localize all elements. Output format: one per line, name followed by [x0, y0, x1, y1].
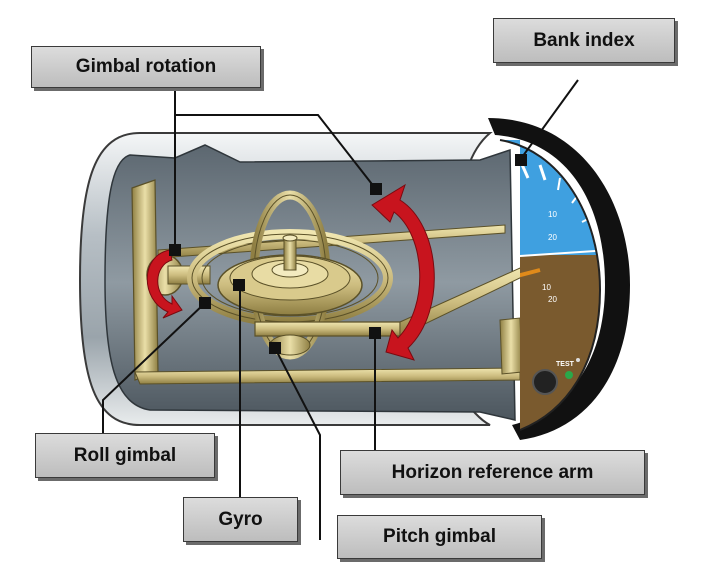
leader-pitch-gimbal: [274, 347, 321, 540]
pitch-mark-up-10: 10: [548, 210, 557, 219]
leader-roll-gimbal: [102, 302, 206, 433]
roll-rotation-arrow: [146, 249, 183, 319]
label-gyro: Gyro: [183, 497, 298, 542]
pitch-rotation-arrow: [371, 183, 435, 361]
test-label: TEST: [556, 361, 575, 368]
leader-gimbal-rotation-b: [175, 114, 376, 189]
test-knob: [532, 369, 558, 395]
label-bank-index: Bank index: [493, 18, 675, 63]
leader-endpoints: [169, 154, 527, 354]
pitch-mark-up-20: 20: [548, 233, 557, 242]
test-indicator-light: [565, 371, 573, 379]
gyro-spindle: [283, 237, 297, 271]
leader-lines: [102, 79, 579, 540]
instrument-bezel: [488, 118, 630, 440]
front-post: [499, 317, 523, 375]
label-horizon-reference-arm: Horizon reference arm: [340, 450, 645, 495]
pitch-mark-down-10: 10: [542, 283, 551, 292]
pitch-mark-down-20: 20: [548, 295, 557, 304]
label-gimbal-rotation: Gimbal rotation: [31, 46, 261, 88]
leader-bank-index: [519, 79, 579, 161]
label-roll-gimbal: Roll gimbal: [35, 433, 215, 478]
label-pitch-gimbal: Pitch gimbal: [337, 515, 542, 559]
